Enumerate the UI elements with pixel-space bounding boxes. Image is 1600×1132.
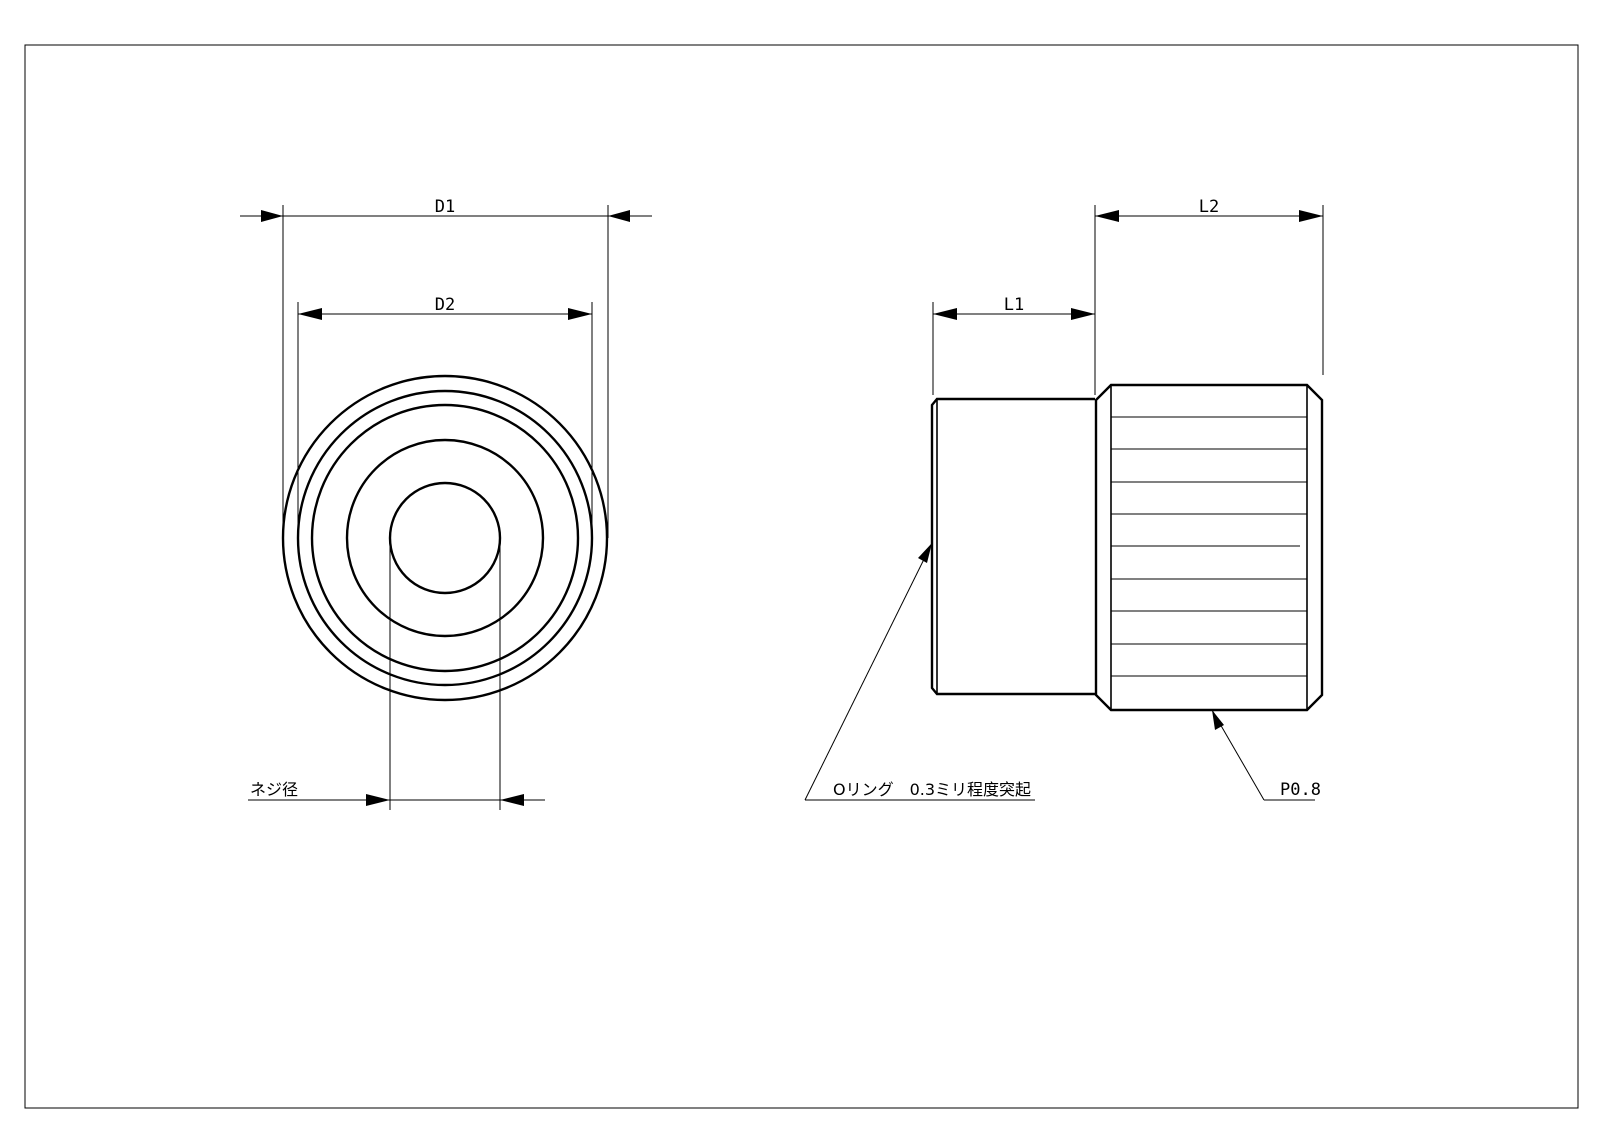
body-circle	[310, 403, 580, 673]
sheet-border	[24, 44, 1579, 1109]
dimension-label-thread: ネジ径	[250, 780, 298, 799]
outer-circle	[281, 374, 609, 702]
dimension-l2: L2	[1095, 197, 1324, 375]
flange-circle	[296, 389, 594, 687]
dimension-d1: D1	[240, 197, 652, 538]
oring-leader: Oリング 0.3ミリ程度突起	[804, 542, 1035, 801]
side-view	[930, 383, 1324, 712]
front-view	[281, 374, 609, 702]
dimension-label-l1: L1	[1004, 295, 1024, 315]
counterbore-circle	[345, 438, 545, 638]
dimension-l1: L1	[932, 205, 1096, 395]
knurled-head-outline	[1094, 383, 1324, 712]
oring-note: Oリング 0.3ミリ程度突起	[833, 780, 1031, 799]
dimension-label-d1: D1	[435, 197, 455, 217]
knurl-note: P0.8	[1280, 780, 1321, 800]
dimension-thread: ネジ径	[248, 545, 545, 810]
shaft-outline	[930, 397, 1095, 696]
dimension-d2: D2	[297, 295, 593, 538]
knurl-leader: P0.8	[1211, 709, 1321, 801]
dimension-label-d2: D2	[435, 295, 455, 315]
thread-hole-circle	[388, 481, 502, 595]
dimension-label-l2: L2	[1199, 197, 1219, 217]
knurl-lines	[1111, 416, 1307, 677]
